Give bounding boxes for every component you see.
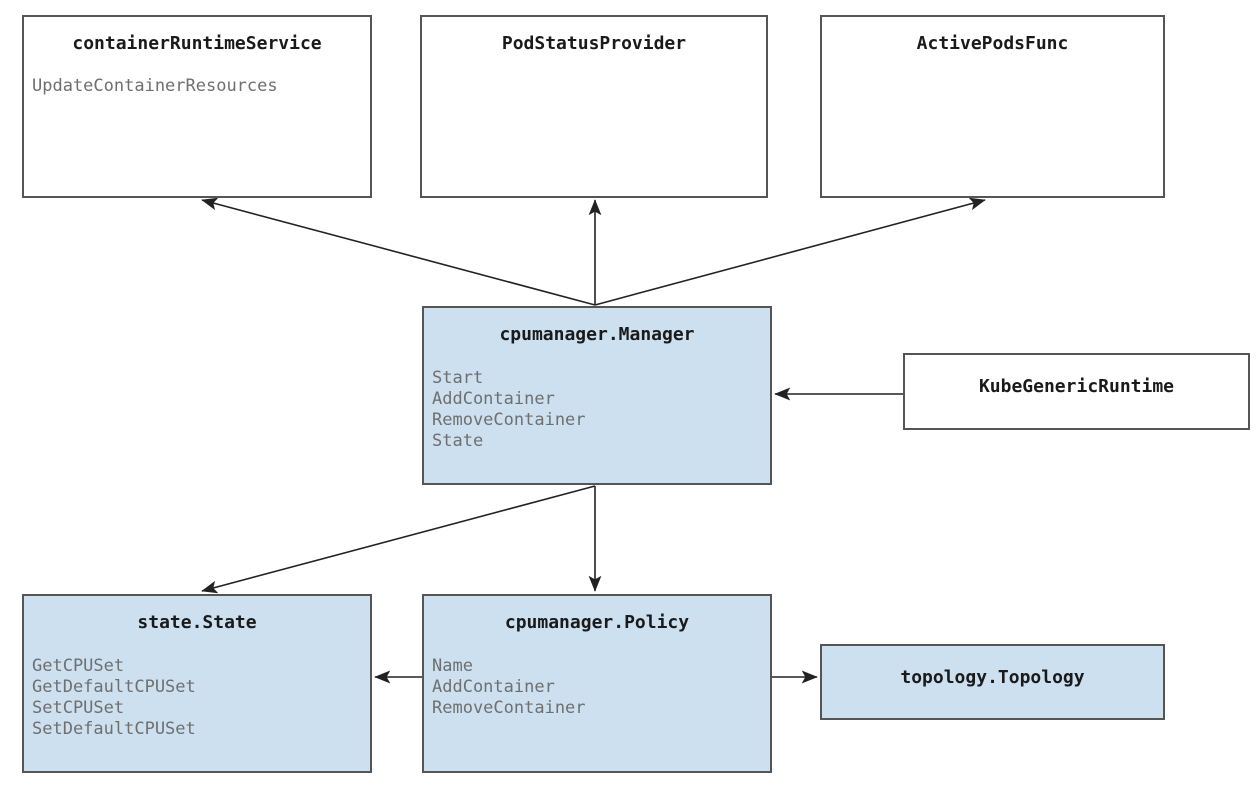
class-node-method: AddContainer: [432, 676, 555, 697]
edge-manager-to-active-pods-func: [594, 197, 986, 306]
class-node-method: RemoveContainer: [432, 409, 586, 430]
class-node-title: KubeGenericRuntime: [978, 376, 1175, 397]
class-node-title: containerRuntimeService: [72, 33, 322, 54]
class-node-topology-topology[interactable]: topology.Topology: [820, 644, 1165, 720]
class-node-title: cpumanager.Manager: [499, 324, 695, 345]
class-node-container-runtime-service[interactable]: containerRuntimeService UpdateContainerR…: [22, 15, 372, 198]
class-node-state-state[interactable]: state.State GetCPUSet GetDefaultCPUSet S…: [22, 594, 372, 773]
edge-manager-to-state-state: [201, 485, 596, 594]
class-node-cpumanager-policy[interactable]: cpumanager.Policy Name AddContainer Remo…: [422, 594, 772, 773]
class-node-method: GetDefaultCPUSet: [32, 676, 196, 697]
class-node-method-list: Name AddContainer RemoveContainer: [432, 656, 770, 719]
class-node-method: State: [432, 430, 484, 451]
class-node-active-pods-func[interactable]: ActivePodsFunc: [820, 15, 1165, 198]
class-node-method: AddContainer: [432, 388, 555, 409]
class-node-method: RemoveContainer: [432, 697, 586, 718]
class-node-method: Name: [432, 655, 473, 676]
class-node-title: state.State: [137, 612, 257, 633]
class-node-method: SetDefaultCPUSet: [32, 718, 196, 739]
class-node-method-list: Start AddContainer RemoveContainer State: [432, 368, 770, 452]
class-node-title: PodStatusProvider: [501, 33, 687, 54]
class-node-method: UpdateContainerResources: [32, 75, 278, 96]
class-node-cpumanager-manager[interactable]: cpumanager.Manager Start AddContainer Re…: [422, 306, 772, 485]
class-node-method: GetCPUSet: [32, 655, 125, 676]
class-node-title: cpumanager.Policy: [504, 612, 690, 633]
class-node-title: ActivePodsFunc: [916, 33, 1069, 54]
class-node-kube-generic-runtime[interactable]: KubeGenericRuntime: [903, 353, 1250, 430]
class-node-method: SetCPUSet: [32, 697, 125, 718]
class-node-method-list: GetCPUSet GetDefaultCPUSet SetCPUSet Set…: [32, 656, 370, 740]
class-node-title: topology.Topology: [900, 667, 1085, 688]
class-node-pod-status-provider[interactable]: PodStatusProvider: [420, 15, 768, 198]
class-node-method-list: UpdateContainerResources: [32, 76, 370, 97]
edge-manager-to-container-runtime-service: [201, 197, 596, 306]
class-node-method: Start: [432, 367, 484, 388]
